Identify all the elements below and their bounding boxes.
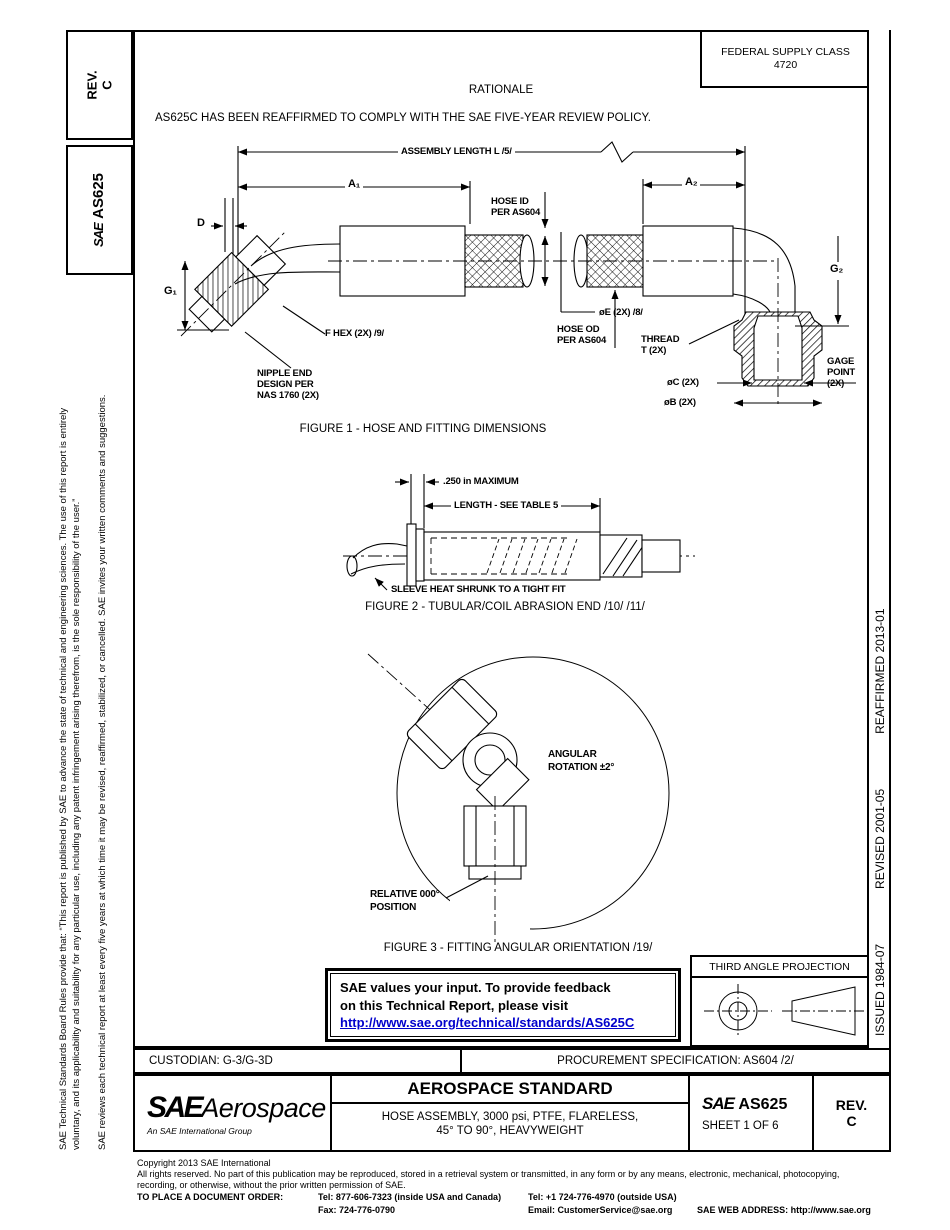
figure1: ASSEMBLY LENGTH L /5/ A₁ A₂ D G₁ G₂ HOSE… (133, 140, 869, 445)
fig1-diaC-label: øC (2X) (667, 377, 699, 388)
figure1-caption: FIGURE 1 - HOSE AND FITTING DIMENSIONS (299, 423, 547, 435)
federal-supply-line2: 4720 (773, 59, 798, 71)
revised-date: REVISED 2001-05 (873, 788, 887, 889)
standard-title-cell: AEROSPACE STANDARD HOSE ASSEMBLY, 3000 p… (332, 1076, 690, 1150)
fax-number: Fax: 724-776-0790 (318, 1205, 396, 1215)
tel-inside: Tel: 877-606-7323 (inside USA and Canada… (318, 1192, 502, 1202)
rev-box: REV. C (66, 30, 133, 140)
board-rules-notice: SAE Technical Standards Board Rules prov… (57, 285, 113, 1150)
reaffirmed-date: REAFFIRMED 2013-01 (873, 608, 887, 734)
fig3-relative-label: RELATIVE 000°POSITION (370, 889, 440, 913)
info-row: CUSTODIAN: G-3/G-3D PROCUREMENT SPECIFIC… (133, 1048, 891, 1074)
sae-logo-small: SAE (91, 223, 107, 248)
fig2-sleeve-label: SLEEVE HEAT SHRUNK TO A TIGHT FIT (391, 584, 566, 595)
review-note: SAE reviews each technical report at lea… (97, 394, 108, 1150)
figure1-drawing (177, 141, 856, 408)
figure3-drawing (367, 653, 670, 946)
footer: Copyright 2013 SAE International All rig… (137, 1158, 937, 1218)
fig1-g1-label: G₁ (161, 286, 180, 297)
standard-title-line2: 45° TO 90°, HEAVYWEIGHT (436, 1125, 584, 1137)
web-address: SAE WEB ADDRESS: http://www.sae.org (697, 1205, 871, 1215)
projection-symbol (704, 984, 864, 1038)
standard-header: AEROSPACE STANDARD (332, 1076, 688, 1104)
fig1-g2-label: G₂ (827, 264, 847, 275)
projection-title: THIRD ANGLE PROJECTION (692, 957, 867, 978)
board-rules-line1: SAE Technical Standards Board Rules prov… (58, 407, 69, 1150)
figure2-drawing (343, 474, 695, 591)
feedback-box: SAE values your input. To provide feedba… (325, 968, 681, 1042)
main-frame (133, 30, 869, 1048)
fig2-max-label: .250 in MAXIMUM (443, 476, 519, 487)
doc-number-box: SAE AS625 (66, 145, 133, 275)
copyright-line: Copyright 2013 SAE International (137, 1158, 271, 1168)
federal-supply-line1: FEDERAL SUPPLY CLASS (721, 46, 850, 58)
fig1-diaB-label: øB (2X) (664, 397, 696, 408)
rights-line1: All rights reserved. No part of this pub… (137, 1169, 840, 1179)
dates-text: ISSUED 1984-07 REVISED 2001-05 REAFFIRME… (869, 30, 891, 1048)
figure2: .250 in MAXIMUM LENGTH - SEE TABLE 5 SLE… (335, 462, 755, 620)
title-block: SAEAerospace An SAE International Group … (133, 1074, 891, 1152)
rationale-title: RATIONALE (468, 84, 534, 96)
figure2-caption: FIGURE 2 - TUBULAR/COIL ABRASION END /10… (365, 601, 645, 613)
aerospace-logo-text: Aerospace (201, 1092, 326, 1123)
sae-logo-doc: SAE (702, 1094, 735, 1113)
rights-line2: recording, or otherwise, without the pri… (137, 1180, 406, 1190)
board-rules-line2: voluntary, and its applicability and sui… (71, 498, 82, 1150)
sae-logo-big: SAE (147, 1090, 204, 1124)
feedback-line2: on this Technical Report, please visit (340, 997, 569, 1013)
rev-cell-value: C (846, 1113, 857, 1129)
doc-number-bottom: AS625 (738, 1096, 788, 1113)
email-address: Email: CustomerService@sae.org (528, 1205, 673, 1215)
fig1-d-label: D (197, 217, 205, 229)
fig1-fhex-label: F HEX (2X) /9/ (325, 328, 384, 339)
fig2-length-label: LENGTH - SEE TABLE 5 (451, 500, 562, 511)
rev-label: REV. (84, 70, 100, 100)
sae-aerospace-logo: SAEAerospace An SAE International Group (135, 1076, 332, 1150)
figure3-caption: FIGURE 3 - FITTING ANGULAR ORIENTATION /… (383, 942, 653, 954)
doc-number-cell: SAE AS625 SHEET 1 OF 6 (690, 1076, 814, 1150)
doc-number: AS625 (90, 172, 108, 219)
order-info: TO PLACE A DOCUMENT ORDER: Tel: 877-606-… (137, 1192, 937, 1218)
fig1-a1-label: A₁ (345, 179, 364, 190)
order-label: TO PLACE A DOCUMENT ORDER: (137, 1192, 284, 1202)
standard-title-line1: HOSE ASSEMBLY, 3000 psi, PTFE, FLARELESS… (381, 1111, 639, 1123)
sheet-number: SHEET 1 OF 6 (702, 1120, 779, 1132)
fig1-a2-label: A₂ (682, 177, 701, 188)
sae-tagline: An SAE International Group (147, 1125, 252, 1136)
procurement-cell: PROCUREMENT SPECIFICATION: AS604 /2/ (557, 1055, 794, 1067)
custodian-cell: CUSTODIAN: G-3/G-3D (135, 1050, 462, 1072)
federal-supply-box: FEDERAL SUPPLY CLASS 4720 (700, 32, 869, 88)
rationale-text: AS625C HAS BEEN REAFFIRMED TO COMPLY WIT… (155, 112, 651, 124)
fig1-diaE-label: øE (2X) /8/ (599, 307, 643, 318)
feedback-line1: SAE values your input. To provide feedba… (340, 980, 611, 995)
dates-column (869, 30, 891, 1048)
projection-box: THIRD ANGLE PROJECTION (690, 955, 869, 1047)
rev-value: C (99, 80, 115, 90)
feedback-link[interactable]: http://www.sae.org/technical/standards/A… (340, 1015, 635, 1030)
issued-date: ISSUED 1984-07 (873, 943, 887, 1036)
fig1-assembly-length-label: ASSEMBLY LENGTH L /5/ (398, 146, 515, 157)
tel-outside: Tel: +1 724-776-4970 (outside USA) (528, 1192, 677, 1202)
rev-cell-label: REV. (835, 1097, 868, 1113)
rev-cell: REV. C (814, 1076, 889, 1150)
